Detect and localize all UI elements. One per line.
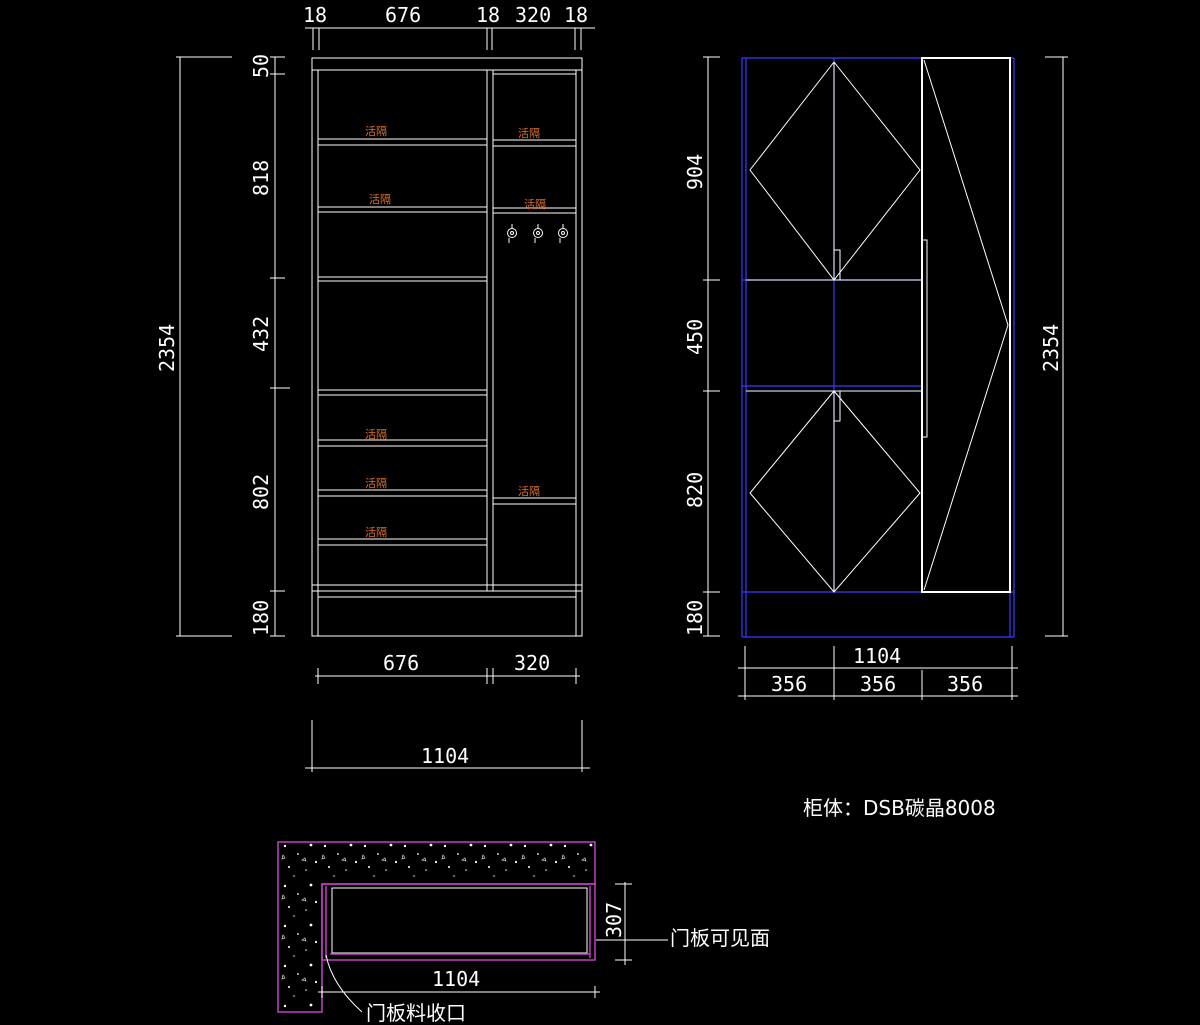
door-panels (746, 57, 1011, 593)
dim-door-450: 450 (683, 319, 707, 355)
shelf-label: 活隔 (518, 127, 540, 140)
plan-section: 307 1104 门板可见面 门板料收口 (277, 841, 770, 1025)
dim-left-2354: 2354 (155, 324, 179, 372)
dim-left-50: 50 (249, 54, 273, 78)
dim-door-820: 820 (683, 472, 707, 508)
dim-door-2354: 2354 (1039, 324, 1063, 372)
shelf-label: 活隔 (365, 125, 387, 138)
handle-icon (921, 239, 928, 438)
front-elevation: 18 676 18 320 18 2354 50 818 432 802 1 (155, 3, 595, 772)
dim-bottom-676: 676 (383, 651, 419, 675)
dim-plan-depth-307: 307 (602, 902, 626, 938)
cabinet-plan (321, 883, 596, 961)
front-left-total-dimension: 2354 (155, 56, 232, 637)
door-left-dimensions: 904 450 820 180 (683, 56, 720, 637)
hook-icons (507, 224, 568, 243)
dim-left-802: 802 (249, 474, 273, 510)
dim-left-818: 818 (249, 160, 273, 196)
dim-top-676: 676 (385, 3, 421, 27)
dim-top-320: 320 (515, 3, 551, 27)
shelf-labels: 活隔 活隔 活隔 活隔 活隔 活隔 活隔 活隔 (365, 125, 546, 539)
dim-panel-356-b: 356 (860, 672, 896, 696)
label-edge-banding: 门板料收口 (366, 1001, 466, 1025)
dim-top-18-b: 18 (476, 3, 500, 27)
door-cabinet-outline (741, 57, 1015, 638)
shelf-label: 活隔 (365, 526, 387, 539)
dim-top-18-a: 18 (303, 3, 327, 27)
front-bottom-dimension: 676 320 (315, 651, 580, 684)
handle-icon (833, 390, 841, 422)
front-top-dimension: 18 676 18 320 18 (303, 3, 595, 50)
handle-icon (833, 249, 841, 281)
dim-panel-356-a: 356 (771, 672, 807, 696)
shelf-label: 活隔 (365, 428, 387, 441)
door-elevation: 904 450 820 180 2354 (683, 56, 1068, 700)
dim-left-432: 432 (249, 316, 273, 352)
shelf-label: 活隔 (365, 477, 387, 490)
dim-panel-356-c: 356 (947, 672, 983, 696)
dim-top-18-c: 18 (564, 3, 588, 27)
dim-door-width-1104: 1104 (853, 644, 901, 668)
dim-overall-1104: 1104 (421, 744, 469, 768)
shelf-label: 活隔 (524, 198, 546, 211)
dim-door-180: 180 (683, 600, 707, 636)
dim-left-180: 180 (249, 600, 273, 636)
front-left-segment-dimensions: 50 818 432 802 180 (249, 54, 290, 637)
shelf-label: 活隔 (369, 193, 391, 206)
hook-icon (533, 224, 543, 243)
door-right-dimension: 2354 (1039, 56, 1068, 637)
front-overall-width-dimension: 1104 (305, 720, 590, 772)
hook-icon (507, 224, 517, 243)
door-bottom-dimensions: 1104 356 356 356 (738, 644, 1018, 700)
label-visible-face: 门板可见面 (670, 926, 770, 950)
front-cabinet-body (311, 57, 583, 637)
shelf-label: 活隔 (518, 485, 540, 498)
hook-icon (558, 224, 568, 243)
material-note: 柜体：DSB碳晶8008 (803, 796, 996, 820)
dim-bottom-320: 320 (514, 651, 550, 675)
dim-door-904: 904 (683, 154, 707, 190)
dim-plan-width-1104: 1104 (432, 967, 480, 991)
